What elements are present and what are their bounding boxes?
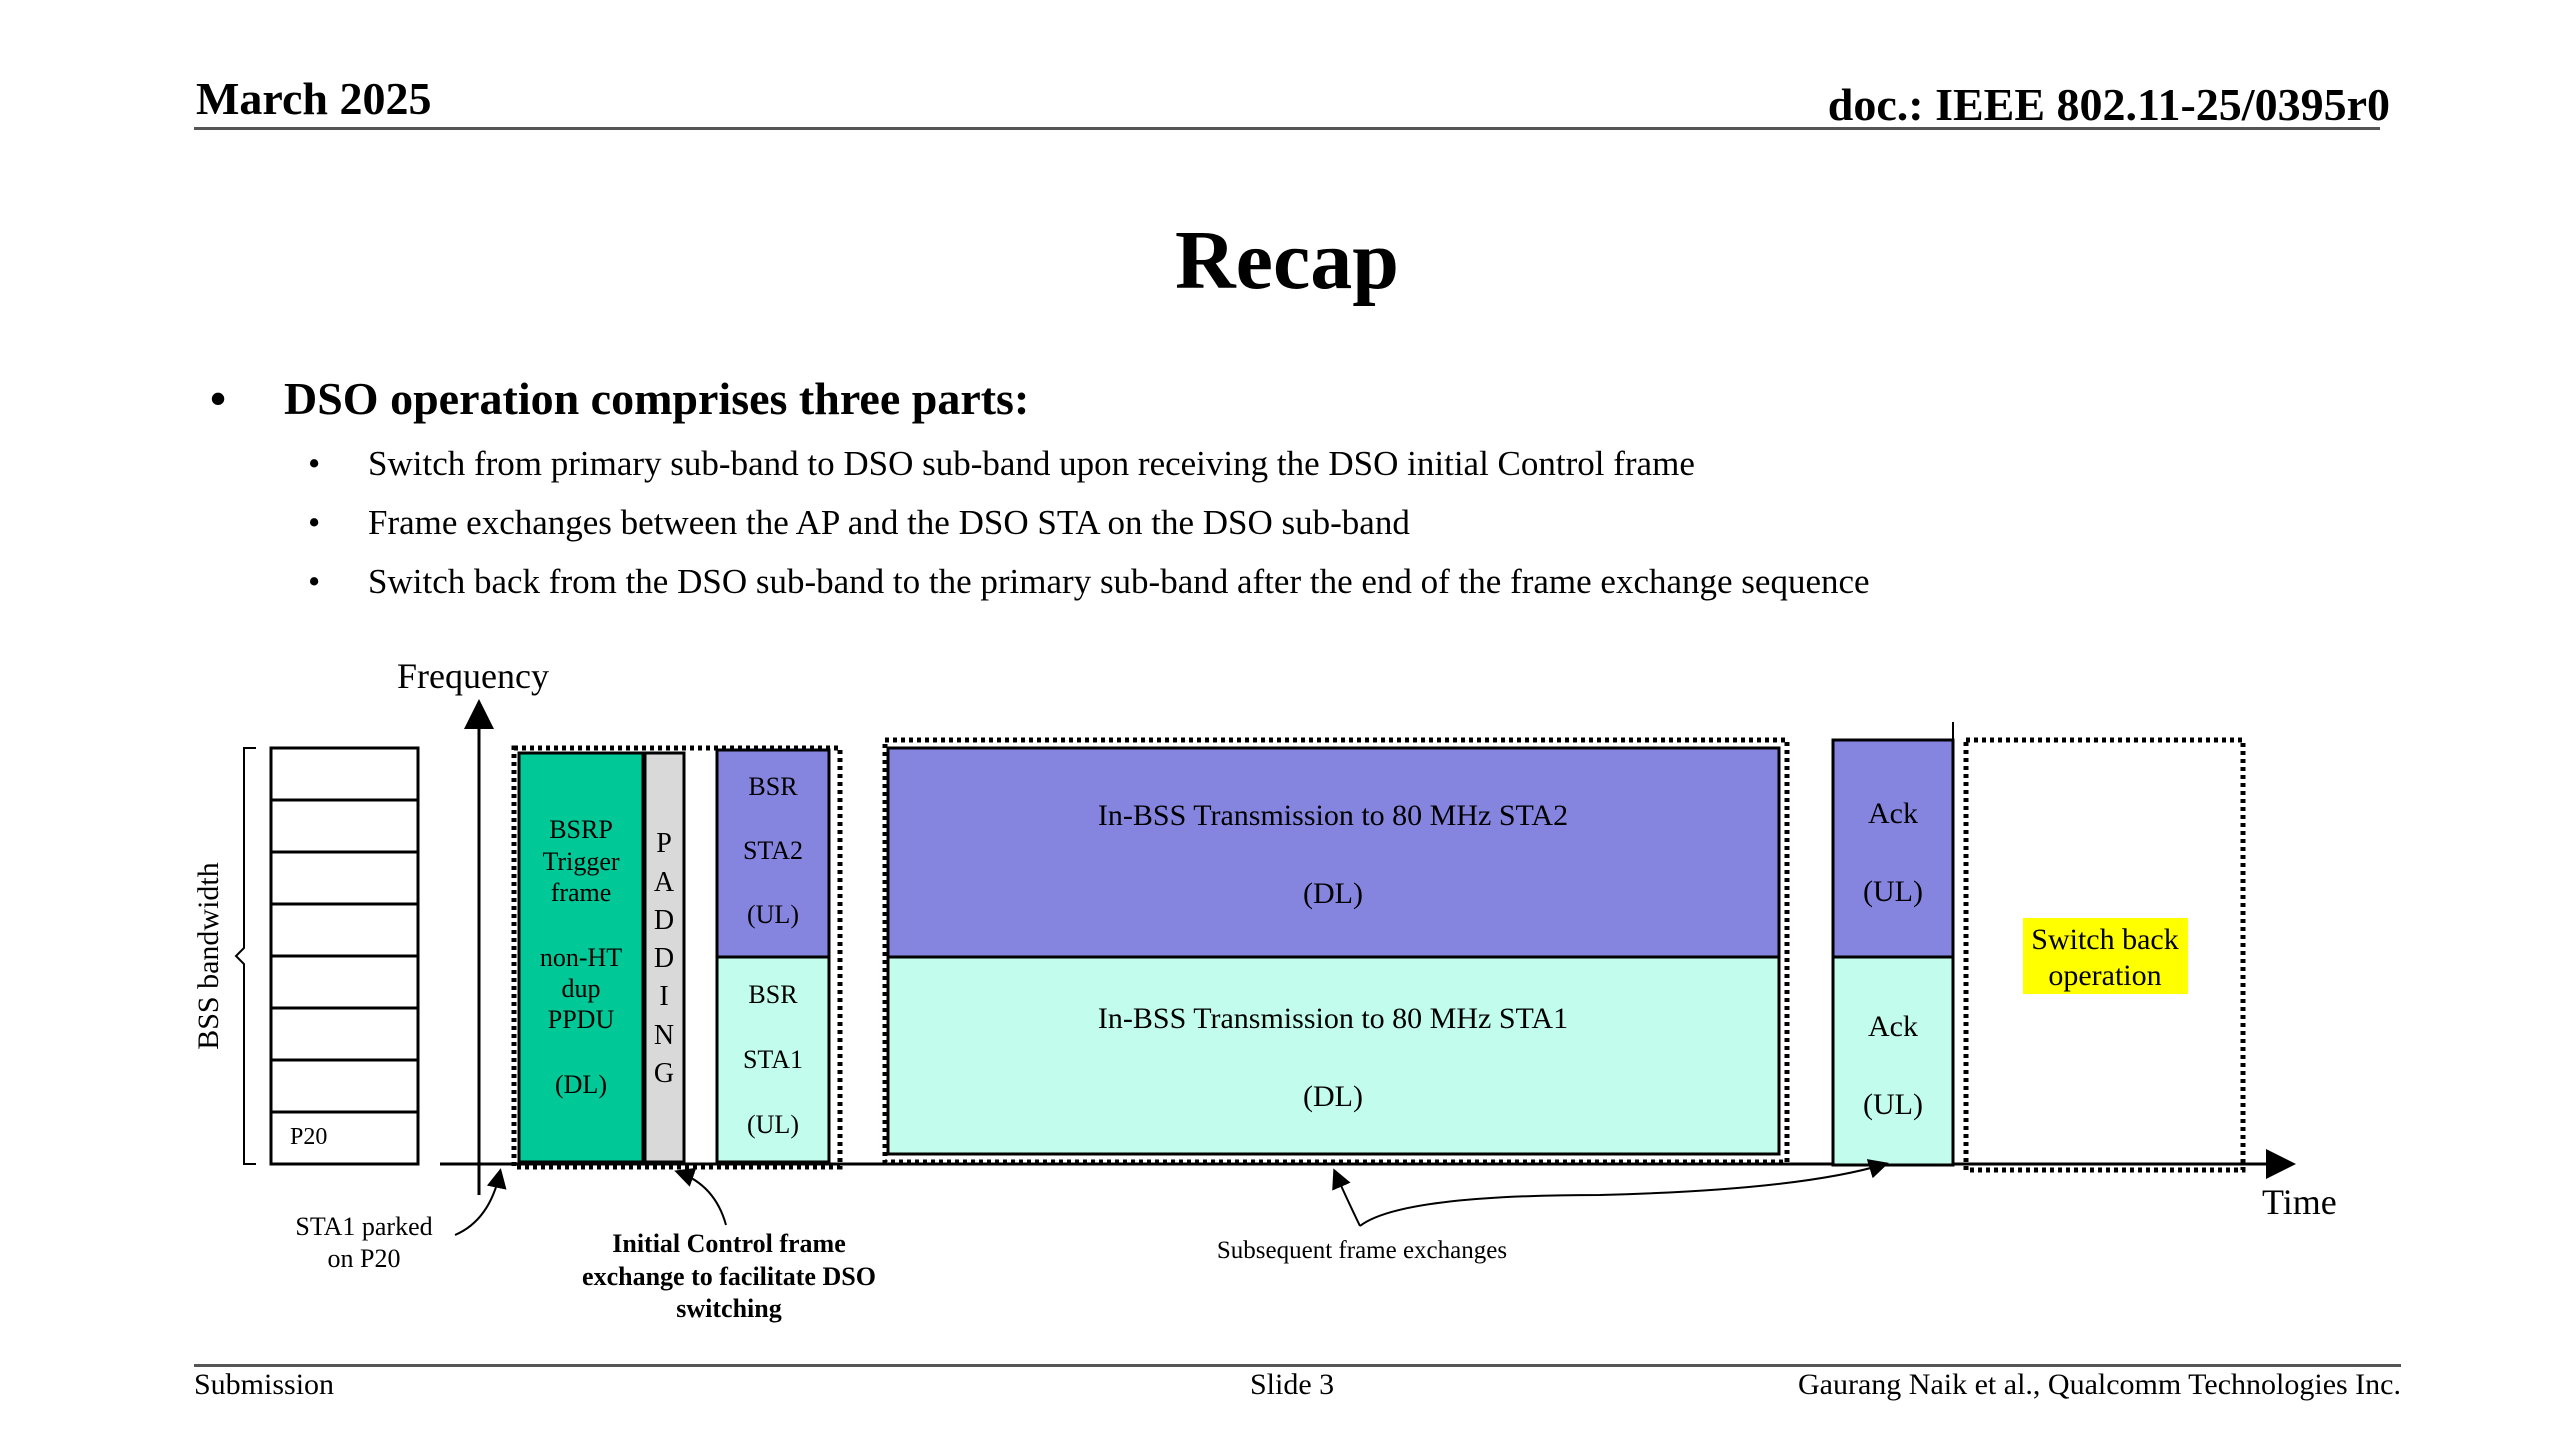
parked-note: STA1 parked on P20: [295, 1212, 432, 1273]
svg-text:STA1 parked: STA1 parked: [295, 1212, 432, 1241]
svg-text:Switch back: Switch back: [2031, 923, 2178, 956]
ack-sta2-block: [1831, 738, 1955, 959]
sta2-transmission-block: [886, 746, 1781, 959]
svg-text:P: P: [656, 828, 672, 859]
svg-text:operation: operation: [2048, 959, 2161, 992]
bullet-dot: •: [308, 444, 321, 483]
sub-bullet-text: Frame exchanges between the AP and the D…: [368, 503, 1410, 542]
sub-bullet-text: Switch back from the DSO sub-band to the…: [368, 562, 1870, 601]
sta1-transmission-block: [886, 955, 1781, 1156]
bsrp-trigger-frame-block: [517, 751, 645, 1164]
svg-text:Trigger: Trigger: [542, 847, 619, 876]
svg-text:(UL): (UL): [1863, 875, 1923, 908]
initial-note: Initial Control frame exchange to facilit…: [582, 1229, 876, 1323]
svg-text:switching: switching: [676, 1294, 781, 1323]
svg-text:(UL): (UL): [1863, 1088, 1923, 1121]
svg-text:G: G: [654, 1058, 674, 1089]
bss-bandwidth-label: BSS bandwidth: [192, 862, 225, 1050]
footer-slide-number: Slide 3: [1250, 1368, 1335, 1401]
main-bullet-text: DSO operation comprises three parts:: [284, 373, 1030, 424]
svg-text:exchange to facilitate DSO: exchange to facilitate DSO: [582, 1262, 876, 1291]
header-rule: [194, 127, 2380, 130]
padding-block: [643, 751, 686, 1164]
ack-text: Ack (UL) Ack (UL): [1863, 797, 1923, 1121]
time-label: Time: [2262, 1182, 2337, 1222]
svg-text:In-BSS Transmission to 80 MHz: In-BSS Transmission to 80 MHz STA2: [1098, 799, 1568, 832]
svg-text:D: D: [654, 943, 674, 974]
svg-text:(DL): (DL): [1303, 1080, 1363, 1113]
svg-text:A: A: [654, 867, 675, 898]
svg-text:dup: dup: [562, 974, 601, 1003]
svg-text:N: N: [654, 1020, 674, 1051]
header-doc-id: doc.: IEEE 802.11-25/0395r0: [1827, 79, 2390, 130]
svg-text:(DL): (DL): [1303, 877, 1363, 910]
p20-label: P20: [290, 1124, 327, 1150]
bsr-sta1-block: [715, 955, 831, 1164]
transmission-text: In-BSS Transmission to 80 MHz STA2 (DL) I…: [1098, 799, 1568, 1113]
subsequent-arrow-left: [1332, 1168, 1361, 1227]
svg-text:BSR: BSR: [748, 772, 798, 801]
svg-text:D: D: [654, 905, 674, 936]
svg-text:on P20: on P20: [328, 1244, 401, 1273]
parked-arrow: [454, 1168, 507, 1236]
switch-back-box: [1963, 737, 2246, 1173]
footer-submission: Submission: [194, 1368, 335, 1401]
svg-text:Initial Control frame: Initial Control frame: [612, 1229, 846, 1258]
svg-text:(UL): (UL): [747, 900, 799, 929]
svg-text:Ack: Ack: [1868, 797, 1918, 830]
subsequent-exchange-box: [882, 737, 1790, 1165]
bsr-text: BSR STA2 (UL) BSR STA1 (UL): [743, 772, 803, 1139]
frequency-label: Frequency: [397, 656, 549, 696]
subsequent-note: Subsequent frame exchanges: [1217, 1237, 1507, 1264]
svg-text:STA2: STA2: [743, 836, 803, 865]
bullet-dot: •: [210, 373, 227, 424]
bullet-dot: •: [308, 503, 321, 542]
svg-text:frame: frame: [551, 878, 612, 907]
switch-back-highlight: [2023, 918, 2188, 994]
bss-brace: [234, 747, 256, 1165]
initial-arrow: [674, 1167, 727, 1226]
sub-bullet-text: Switch from primary sub-band to DSO sub-…: [368, 444, 1695, 483]
svg-text:BSRP: BSRP: [549, 815, 613, 844]
footer-authors: Gaurang Naik et al., Qualcomm Technologi…: [1798, 1368, 2401, 1401]
svg-text:non-HT: non-HT: [540, 943, 622, 972]
padding-text: PAD DIN G: [654, 828, 675, 1089]
svg-text:(UL): (UL): [747, 1110, 799, 1139]
footer-rule: [194, 1364, 2401, 1367]
bsr-sta2-block: [715, 748, 831, 959]
slide-title: Recap: [1175, 214, 1399, 307]
svg-text:(DL): (DL): [555, 1070, 607, 1099]
svg-text:BSR: BSR: [748, 980, 798, 1009]
svg-text:PPDU: PPDU: [548, 1005, 615, 1034]
ack-sta1-block: [1831, 955, 1955, 1167]
svg-text:Ack: Ack: [1868, 1010, 1918, 1043]
header-date: March 2025: [196, 73, 432, 124]
svg-text:In-BSS Transmission to 80 MHz: In-BSS Transmission to 80 MHz STA1: [1098, 1002, 1568, 1035]
svg-text:STA1: STA1: [743, 1045, 803, 1074]
subsequent-arrow-right: [1359, 1159, 1889, 1227]
initial-exchange-box: [511, 745, 843, 1170]
svg-text:I: I: [659, 981, 668, 1012]
bss-channel-stack: [269, 746, 420, 1166]
bullet-dot: •: [308, 562, 321, 601]
